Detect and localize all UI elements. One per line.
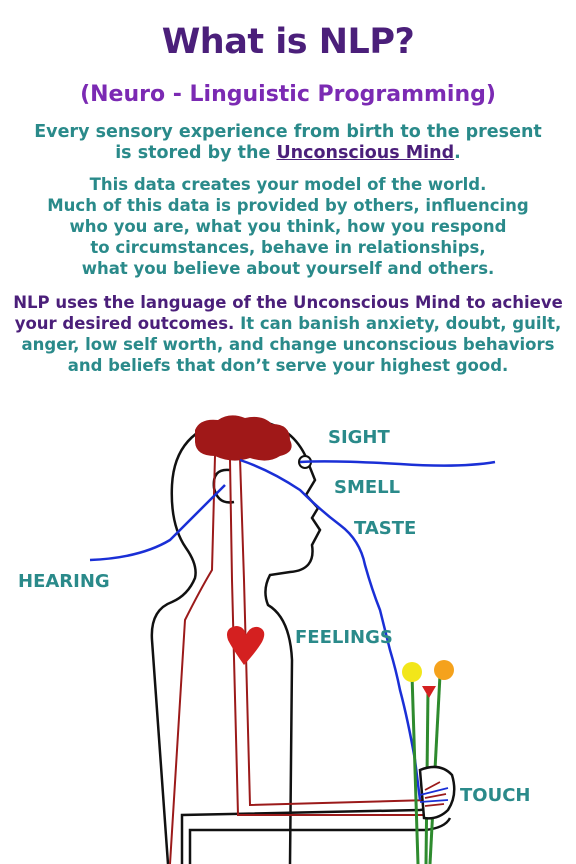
intro-line-2-pre: is stored by the xyxy=(115,143,277,163)
red-nerve-left xyxy=(169,455,216,864)
nlp-line-2-highlight: your desired outcomes. xyxy=(14,314,235,333)
page-subtitle: (Neuro - Linguistic Programming) xyxy=(80,82,496,107)
nlp-line-1: NLP uses the language of the Unconscious… xyxy=(13,293,563,312)
intro-paragraph: Every sensory experience from birth to t… xyxy=(0,122,576,164)
red-nerve-center xyxy=(239,457,431,807)
label-sight: SIGHT xyxy=(328,427,390,448)
model-line-2: Much of this data is provided by others,… xyxy=(47,196,529,215)
flower-orange xyxy=(434,660,454,680)
model-line-5: what you believe about yourself and othe… xyxy=(81,259,495,278)
nlp-line-4: and beliefs that don’t serve your highes… xyxy=(67,356,509,375)
label-feelings: FEELINGS xyxy=(295,627,393,648)
intro-line-2-post: . xyxy=(454,143,461,163)
model-line-3: who you are, what you think, how you res… xyxy=(69,217,507,236)
model-line-4: to circumstances, behave in relationship… xyxy=(90,238,486,257)
senses-illustration xyxy=(89,415,496,864)
label-taste: TASTE xyxy=(354,518,417,539)
blue-nerve-feelings xyxy=(239,458,422,801)
hand xyxy=(418,765,456,820)
label-touch: TOUCH xyxy=(460,785,531,806)
hand-nerves xyxy=(424,781,447,807)
nlp-line-2: your desired outcomes. It can banish anx… xyxy=(0,313,576,334)
hand-blue-nerves xyxy=(419,787,449,803)
brain xyxy=(195,415,292,461)
red-nerve-arm xyxy=(229,459,432,816)
nlp-line-3: anger, low self worth, and change uncons… xyxy=(21,335,555,354)
flower-red xyxy=(422,686,436,698)
label-hearing: HEARING xyxy=(18,571,110,592)
intro-line-1: Every sensory experience from birth to t… xyxy=(34,122,542,142)
label-smell: SMELL xyxy=(334,477,401,498)
heart-icon xyxy=(227,626,265,665)
nlp-line-2-rest: It can banish anxiety, doubt, guilt, xyxy=(234,314,562,333)
model-paragraph: This data creates your model of the worl… xyxy=(0,174,576,279)
model-line-1: This data creates your model of the worl… xyxy=(89,175,487,194)
page-title: What is NLP? xyxy=(161,22,415,62)
flower-stem-1 xyxy=(410,674,420,864)
unconscious-mind-link[interactable]: Unconscious Mind xyxy=(276,143,455,163)
flower-yellow xyxy=(402,662,422,682)
blue-nerve-hearing xyxy=(89,484,226,562)
arm-outline xyxy=(180,799,452,864)
intro-line-2: is stored by the Unconscious Mind. xyxy=(0,143,576,164)
blue-nerve-sight xyxy=(299,460,496,467)
nlp-paragraph: NLP uses the language of the Unconscious… xyxy=(0,292,576,376)
